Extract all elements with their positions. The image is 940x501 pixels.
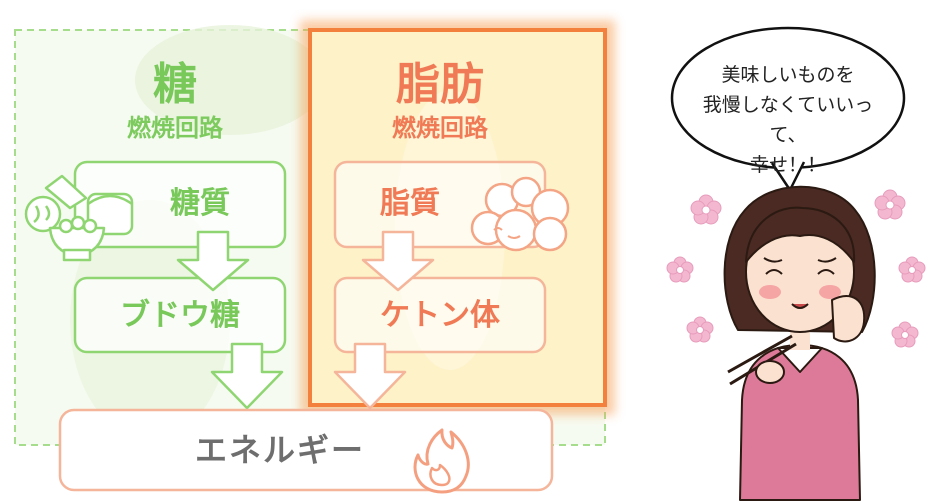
glucose-node-label: ブドウ糖 — [120, 298, 240, 333]
arrow-glucose-to-energy — [210, 342, 284, 410]
flame-icon — [413, 428, 470, 494]
ketone-node-label: ケトン体 — [380, 298, 500, 333]
woman-eating-icon — [723, 185, 876, 501]
lipid-node-label: 脂質 — [380, 186, 440, 221]
speech-line-3: 幸せ！！ — [749, 154, 826, 176]
arrow-ketone-to-energy — [333, 342, 407, 410]
speech-bubble-text: 美味しいものを 我慢しなくていいって、 幸せ！！ — [698, 60, 878, 180]
food-icon — [24, 174, 134, 262]
fat-pathway-title: 脂肪 — [396, 59, 484, 110]
fat-pathway-subtitle: 燃焼回路 — [392, 114, 488, 142]
energy-label: エネルギー — [194, 431, 365, 469]
sugar-pathway-title: 糖 — [153, 59, 197, 110]
glucose-node-box — [73, 276, 287, 354]
speech-line-2: 我慢しなくていいって、 — [702, 94, 874, 146]
sugar-node-label: 糖質 — [170, 186, 230, 221]
fat-cloud-icon — [470, 176, 570, 252]
arrow-lipid-to-ketone — [361, 230, 435, 292]
ketone-node-box — [333, 276, 547, 354]
arrow-sugar-to-glucose — [176, 230, 250, 292]
sparkle-flower-icon — [666, 189, 926, 348]
speech-line-1: 美味しいものを — [721, 64, 855, 86]
sugar-pathway-subtitle: 燃焼回路 — [127, 114, 223, 142]
